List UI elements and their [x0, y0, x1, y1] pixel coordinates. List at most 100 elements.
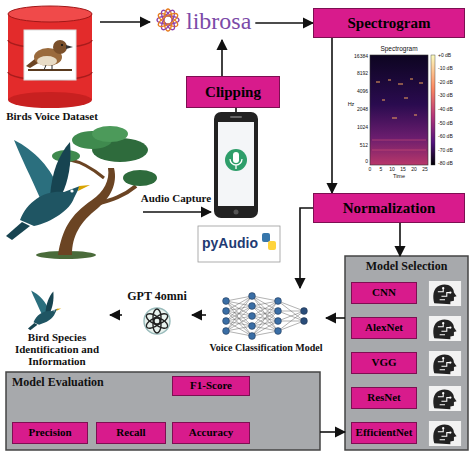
flow-arrow: [192, 314, 206, 316]
nn-link: [278, 301, 304, 311]
label-text: 5: [380, 167, 383, 172]
nn-neuron: [223, 328, 230, 335]
label-text: -30 dB: [438, 93, 453, 98]
flow-arrow: [326, 317, 345, 319]
database-cylinder-part: [24, 30, 76, 80]
node-text: Recall: [116, 426, 145, 439]
node-text: Clipping: [205, 84, 261, 101]
label-text: -10 dB: [438, 66, 453, 71]
spectrogram-plot-part: [370, 55, 428, 165]
nn-link: [252, 321, 278, 336]
database-cylinder-part: [8, 14, 92, 100]
brain-icons-part: [429, 421, 461, 446]
librosa-flower-part: [156, 11, 179, 29]
node-text: EfficientNet: [356, 426, 413, 439]
phone-part: [218, 122, 254, 206]
nn-link: [226, 311, 252, 336]
node-text: Spectrogram: [347, 15, 430, 32]
phone-part: [214, 112, 258, 218]
result-node: Bird Species Identification and Informat…: [4, 287, 110, 367]
label-text: pyAudio: [202, 236, 258, 250]
label-text: 0: [365, 159, 368, 164]
phone-part: [230, 159, 242, 169]
neural-net-icon: [223, 293, 308, 340]
database-cylinder-part: [61, 44, 63, 46]
brain-icons-part: [429, 281, 461, 306]
model-box: AlexNet: [351, 317, 417, 339]
phone-part: [234, 210, 239, 215]
tree-part: [123, 170, 157, 186]
spectrogram-plot: [370, 55, 435, 165]
label-text: 1024: [357, 125, 368, 130]
database-cylinder-part: [44, 65, 46, 70]
metric-box: Recall: [96, 422, 166, 444]
flow-arrow: [399, 223, 401, 256]
database-cylinder: [8, 6, 92, 108]
label-text: 20: [411, 167, 417, 172]
nn-neuron: [249, 313, 256, 320]
metric-box: F1-Score: [172, 376, 250, 396]
nn-neuron: [249, 293, 256, 300]
nn-link: [226, 326, 252, 331]
label-text: 512: [360, 143, 368, 148]
node-text: Bird Species Identification and Informat…: [4, 331, 110, 367]
tree-part: [96, 186, 136, 204]
process-box: Normalization: [313, 193, 465, 223]
nn-neuron: [275, 308, 282, 315]
brain-icons: [429, 281, 461, 446]
node-text: ResNet: [367, 391, 401, 404]
database-cylinder-part: [28, 69, 72, 71]
evaluation-panel-ground: [6, 372, 320, 450]
brain-icons-part: [429, 386, 461, 411]
pyaudio-logo-part: [198, 226, 280, 262]
label-text: 0: [369, 167, 372, 172]
database-cylinder-part: [8, 92, 92, 108]
nn-neuron: [223, 308, 230, 315]
label-text: +0 dB: [438, 53, 451, 58]
label-text: 15: [400, 167, 406, 172]
node-text: AlexNet: [365, 321, 403, 334]
evaluation-panel: Model EvaluationF1-ScorePrecisionRecallA…: [6, 372, 320, 450]
label-text: 10: [389, 167, 395, 172]
nn-neuron: [275, 328, 282, 335]
phone: [214, 108, 258, 218]
dataset-cylinder: Birds Voice Dataset: [4, 4, 100, 122]
nn-neuron: [275, 298, 282, 305]
label-text: Time: [393, 174, 405, 180]
nn-link: [252, 311, 278, 336]
nn-link: [278, 311, 304, 331]
node-text: Precision: [28, 426, 71, 439]
nn-neuron: [249, 303, 256, 310]
result-bird: [28, 291, 61, 331]
nn-link: [252, 331, 278, 336]
tree-part: [70, 160, 104, 178]
label-text: Hz: [348, 102, 355, 108]
librosa-flower: [156, 8, 179, 31]
database-cylinder-part: [66, 45, 73, 49]
nn-neuron: [223, 298, 230, 305]
phone-part: [230, 116, 242, 118]
phone-part: [233, 152, 239, 163]
pyaudio-logo: [198, 226, 280, 262]
nn-neuron: [301, 308, 308, 315]
nn-link: [226, 301, 252, 336]
library-logo: librosa: [150, 2, 255, 40]
flow-arrow: [300, 208, 313, 288]
node-text: GPT 4omni: [122, 290, 192, 303]
flying-bird: [6, 140, 90, 240]
label-text: Spectrogram: [380, 46, 417, 53]
flow-arrow: [320, 431, 345, 433]
node-text: Normalization: [343, 200, 435, 217]
flow-arrow: [110, 314, 122, 316]
brain-icons-part: [429, 351, 461, 376]
label-text: 25: [422, 167, 428, 172]
tree-part: [92, 126, 128, 142]
nn-link: [278, 321, 304, 331]
nn-link: [252, 296, 278, 321]
process-box: Clipping: [186, 76, 280, 108]
nn-neuron: [249, 333, 256, 340]
nn-link: [226, 331, 252, 336]
nn-link: [252, 301, 278, 336]
node-text: Model Selection: [351, 259, 462, 273]
gpt-logo: [144, 308, 170, 334]
